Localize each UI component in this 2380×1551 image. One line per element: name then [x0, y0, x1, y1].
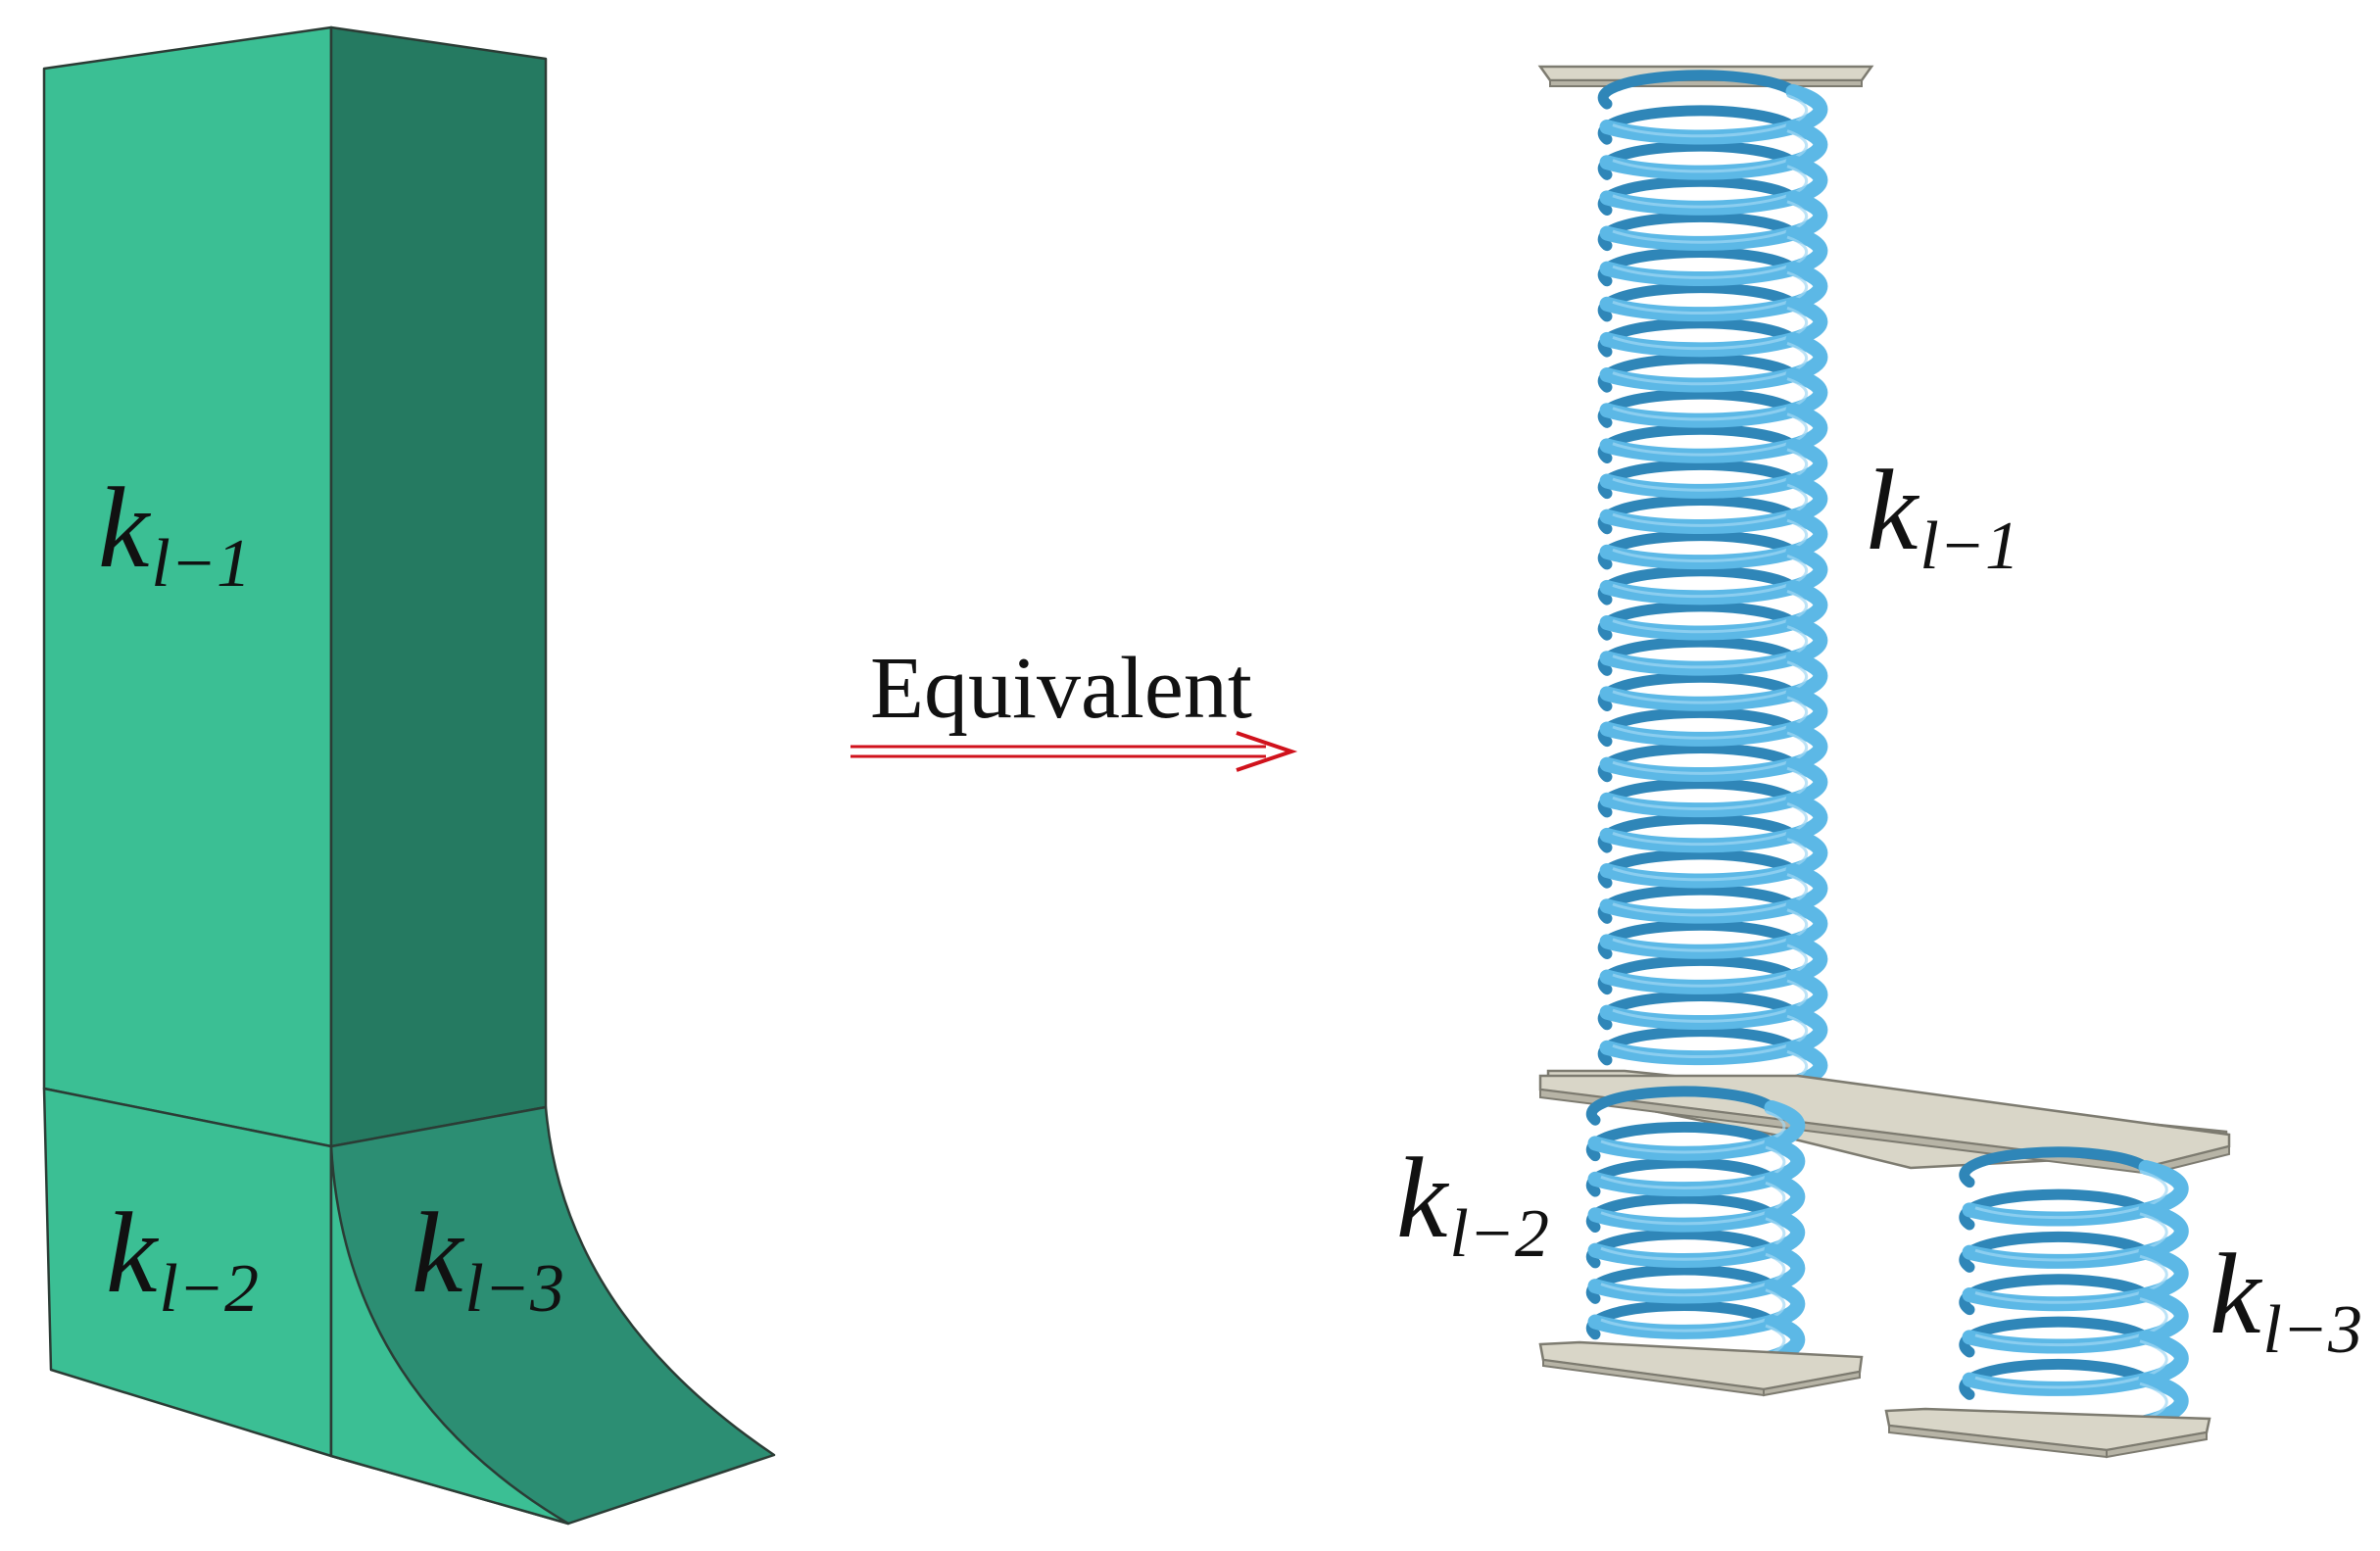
upper-spring-coil-front	[1599, 120, 1828, 180]
upper-spring-coil-highlight	[1612, 412, 1809, 457]
bottom-left-plate	[1538, 1340, 1864, 1397]
solid-upper-side-face	[329, 25, 548, 1148]
upper-spring-coil-front	[1599, 544, 1828, 606]
upper-spring-coil-front	[1599, 190, 1828, 251]
upper-spring-coil-highlight	[1612, 377, 1809, 421]
lower-right-spring-coil-highlight	[1974, 1297, 2168, 1347]
upper-spring-coil-front	[1599, 438, 1828, 499]
upper-spring-coil-front	[1599, 403, 1828, 463]
upper-spring-coil-back	[1597, 70, 1799, 110]
upper-spring-coil-highlight	[1612, 270, 1809, 315]
solid-fillet-side-face	[329, 1105, 776, 1526]
upper-spring-coil-front	[1599, 721, 1828, 783]
lower-left-spring-coil-highlight	[1600, 1252, 1786, 1297]
upper-spring-coil-highlight	[1612, 660, 1809, 704]
upper-spring-coil-front	[1599, 969, 1828, 1031]
upper-spring-coil-front	[1599, 686, 1828, 747]
upper-spring-coil-front	[1599, 473, 1828, 535]
lower-left-spring-coil-highlight	[1600, 1145, 1786, 1189]
upper-spring-coil-highlight	[1612, 696, 1809, 740]
lower-left-spring-coil-front	[1587, 1279, 1806, 1339]
solid-fillet-curve-face	[329, 1144, 570, 1526]
upper-spring-coil-highlight	[1612, 979, 1809, 1023]
lower-left-spring-coil-highlight	[1600, 1110, 1786, 1154]
lower-right-spring	[1959, 1146, 2189, 1439]
equivalent-label: Equivalent	[870, 640, 1252, 737]
upper-spring-coil-front	[1599, 898, 1828, 959]
upper-spring-coil-highlight	[1612, 518, 1809, 562]
lower-left-spring-coil-back	[1585, 1086, 1777, 1126]
upper-spring	[1597, 70, 1828, 1101]
spring-model: kl−1 kl−2 kl−3	[1396, 65, 2362, 1459]
upper-spring-coil-front	[1599, 509, 1828, 570]
upper-spring-coil-highlight	[1612, 944, 1809, 988]
lower-left-spring-coil-front	[1587, 1099, 1806, 1161]
upper-spring-coil-front	[1599, 225, 1828, 287]
lower-right-spring-coil-highlight	[1974, 1339, 2168, 1389]
lower-left-spring-coil-front	[1587, 1242, 1806, 1304]
spring-upper-label: kl−1	[1867, 446, 2019, 584]
upper-spring-coil-front	[1599, 261, 1828, 322]
upper-spring-coil-front	[1599, 296, 1828, 358]
lower-left-spring-coil-front	[1587, 1207, 1806, 1269]
upper-spring-coil-highlight	[1612, 448, 1809, 492]
upper-spring-coil-front	[1599, 579, 1828, 641]
upper-spring-coil-highlight	[1612, 235, 1809, 279]
upper-spring-coil-highlight	[1612, 342, 1809, 386]
solid-block-model: kl−1 kl−2 kl−3	[42, 25, 776, 1526]
upper-spring-coil-highlight	[1612, 554, 1809, 599]
upper-spring-coil-highlight	[1612, 838, 1809, 882]
upper-spring-coil-highlight	[1612, 801, 1809, 847]
upper-spring-coil-highlight	[1612, 908, 1809, 952]
upper-spring-coil-highlight	[1612, 483, 1809, 527]
upper-spring-coil-highlight	[1612, 94, 1809, 138]
upper-spring-coil-highlight	[1612, 625, 1809, 669]
lower-right-spring-coil-highlight	[1974, 1254, 2168, 1304]
upper-spring-coil-highlight	[1612, 873, 1809, 917]
lower-right-spring-coil-highlight	[1974, 1170, 2168, 1220]
lower-right-spring-coil-back	[1959, 1146, 2152, 1188]
lower-left-spring-coil-front	[1587, 1136, 1806, 1197]
upper-spring-coil-highlight	[1612, 766, 1809, 810]
solid-lower-right-label: kl−3	[412, 1188, 564, 1327]
upper-spring-coil-front	[1599, 651, 1828, 711]
middle-plate	[1538, 1069, 2231, 1176]
equivalent-arrow: Equivalent	[850, 640, 1298, 772]
upper-spring-coil-front	[1599, 155, 1828, 216]
upper-spring-coil-highlight	[1612, 1014, 1809, 1058]
upper-spring-coil-front	[1599, 756, 1828, 818]
upper-spring-coil-highlight	[1612, 165, 1809, 209]
upper-spring-coil-front	[1599, 367, 1828, 428]
upper-spring-coil-front	[1599, 934, 1828, 994]
upper-spring-coil-front	[1599, 83, 1828, 145]
lower-left-spring-coil-highlight	[1600, 1217, 1786, 1261]
bottom-right-plate	[1884, 1407, 2211, 1459]
lower-left-spring-coil-highlight	[1600, 1288, 1786, 1333]
upper-spring-coil-front	[1599, 1004, 1828, 1066]
upper-spring-coil-highlight	[1612, 200, 1809, 244]
upper-spring-coil-front	[1599, 827, 1828, 889]
solid-upper-label: kl−1	[98, 463, 251, 602]
upper-spring-coil-front	[1599, 615, 1828, 676]
upper-spring-coil-highlight	[1612, 129, 1809, 173]
lower-left-spring	[1585, 1086, 1806, 1376]
lower-left-spring-coil-front	[1587, 1171, 1806, 1233]
upper-spring-coil-highlight	[1612, 306, 1809, 351]
upper-spring-coil-front	[1599, 863, 1828, 924]
lower-left-spring-coil-highlight	[1600, 1181, 1786, 1226]
upper-spring-coil-front	[1599, 331, 1828, 393]
spring-lower-left-label: kl−2	[1396, 1134, 1549, 1272]
upper-spring-coil-highlight	[1612, 590, 1809, 634]
arrow-head	[1236, 731, 1298, 772]
lower-right-spring-coil-highlight	[1974, 1212, 2168, 1262]
solid-lower-left-label: kl−2	[106, 1188, 259, 1327]
upper-spring-coil-front	[1599, 792, 1828, 853]
upper-spring-coil-highlight	[1612, 731, 1809, 775]
spring-lower-right-label: kl−3	[2210, 1230, 2362, 1368]
